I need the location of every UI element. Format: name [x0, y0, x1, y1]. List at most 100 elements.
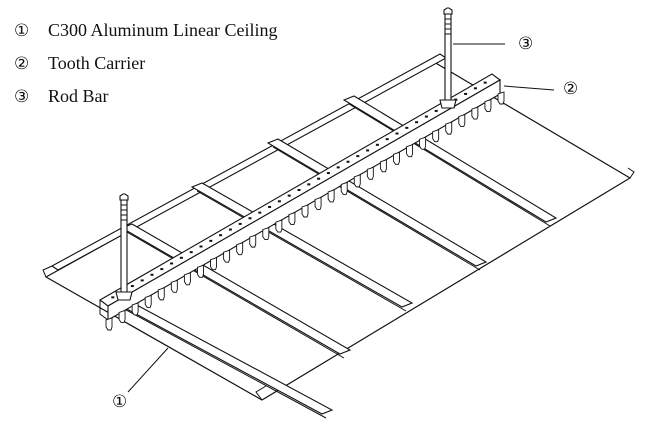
groove — [266, 138, 488, 271]
rod-bar-rear — [439, 7, 457, 109]
carrier-tooth — [157, 287, 165, 301]
carrier-teeth — [105, 91, 505, 331]
rod-clip — [115, 291, 133, 301]
carrier-slot — [434, 109, 438, 112]
carrier-tooth — [288, 211, 296, 225]
carrier-slot — [424, 115, 428, 118]
carrier-tooth — [197, 264, 204, 278]
carrier-slot — [297, 189, 301, 191]
carrier-slot — [130, 285, 134, 288]
carrier-tooth — [118, 309, 126, 323]
corner-lip — [255, 385, 267, 401]
carrier-tooth — [327, 189, 335, 203]
legend-number: ① — [14, 21, 30, 40]
carrier-slot — [199, 245, 203, 248]
legend-item-ceiling: ① C300 Aluminum Linear Ceiling — [14, 18, 277, 51]
callout-tooth-carrier: ② — [563, 79, 579, 98]
legend-number: ② — [14, 54, 30, 73]
carrier-tooth — [249, 234, 257, 248]
carrier-slot — [356, 155, 360, 158]
legend-number: ③ — [14, 87, 30, 106]
right-lip — [627, 167, 635, 179]
callout-rod-bar: ③ — [518, 34, 534, 53]
carrier-slot — [258, 211, 262, 214]
rod-shaft — [444, 13, 452, 105]
carrier-slot — [150, 273, 154, 276]
rod-bar-front — [115, 193, 133, 301]
rod-clip — [439, 99, 457, 109]
rod-cap — [443, 7, 453, 15]
carrier-tooth — [183, 272, 191, 286]
carrier-tooth — [471, 106, 479, 120]
carrier-tooth — [353, 174, 361, 188]
legend-label: Tooth Carrier — [48, 53, 146, 73]
groove — [342, 95, 558, 227]
carrier-slot — [405, 126, 409, 129]
carrier-tooth — [445, 121, 453, 135]
carrier-tooth — [210, 257, 217, 271]
carrier-slot — [395, 132, 399, 135]
carrier-tooth — [458, 113, 466, 128]
carrier-slot — [317, 177, 321, 180]
carrier-tooth — [393, 151, 400, 165]
carrier-slot — [415, 121, 419, 124]
carrier-slot — [336, 166, 340, 169]
carrier-slot — [219, 234, 223, 237]
carrier-tooth — [170, 279, 178, 293]
carrier-tooth — [314, 196, 322, 210]
legend-label: C300 Aluminum Linear Ceiling — [48, 20, 278, 40]
carrier-slot — [346, 160, 350, 163]
carrier-slot — [375, 143, 379, 146]
carrier-slot — [228, 228, 232, 231]
carrier-slot — [366, 149, 370, 152]
rod-cap — [119, 193, 129, 201]
carrier-tooth — [144, 294, 152, 308]
carrier-slot — [307, 183, 311, 186]
leader-line-tooth-carrier — [503, 85, 555, 91]
carrier-slot — [287, 194, 291, 197]
carrier-tooth — [223, 249, 231, 263]
carrier-tooth — [340, 181, 348, 195]
carrier-tooth — [131, 302, 139, 316]
leader-line-ceiling — [127, 347, 169, 393]
carrier-tooth — [419, 136, 427, 150]
carrier-tooth — [366, 166, 374, 180]
carrier-tooth — [262, 226, 270, 241]
carrier-slot — [385, 138, 389, 141]
carrier-slot — [473, 87, 477, 90]
legend: ① C300 Aluminum Linear Ceiling ② Tooth Car… — [14, 18, 277, 117]
carrier-slot — [189, 251, 193, 254]
carrier-slot — [268, 205, 272, 208]
carrier-slot — [140, 279, 144, 282]
rod-shaft — [120, 199, 128, 295]
groove — [190, 182, 414, 312]
carrier-slot — [248, 217, 252, 220]
carrier-slot — [483, 81, 487, 84]
carrier-slot — [209, 239, 213, 242]
carrier-end — [99, 300, 109, 321]
carrier-slot — [238, 222, 242, 225]
carrier-tooth — [497, 91, 505, 105]
carrier-slot — [464, 92, 468, 95]
legend-label: Rod Bar — [48, 86, 109, 106]
legend-item-tooth-carrier: ② Tooth Carrier — [14, 51, 277, 84]
tooth-carrier — [99, 73, 505, 331]
legend-item-rod-bar: ③ Rod Bar — [14, 84, 277, 117]
carrier-tooth — [379, 159, 387, 173]
carrier-slot — [179, 256, 183, 259]
carrier-tooth — [406, 144, 413, 158]
callout-ceiling: ① — [112, 392, 128, 411]
carrier-slot — [160, 268, 164, 271]
carrier-slot — [170, 262, 174, 265]
carrier-tooth — [301, 204, 309, 218]
carrier-slot — [326, 172, 330, 175]
carrier-tooth — [432, 129, 440, 143]
carrier-tooth — [275, 219, 283, 233]
carrier-slot — [111, 296, 115, 299]
carrier-slot — [277, 200, 281, 203]
carrier-tooth — [484, 98, 492, 112]
carrier-tooth — [105, 317, 113, 331]
carrier-tooth — [236, 242, 244, 256]
